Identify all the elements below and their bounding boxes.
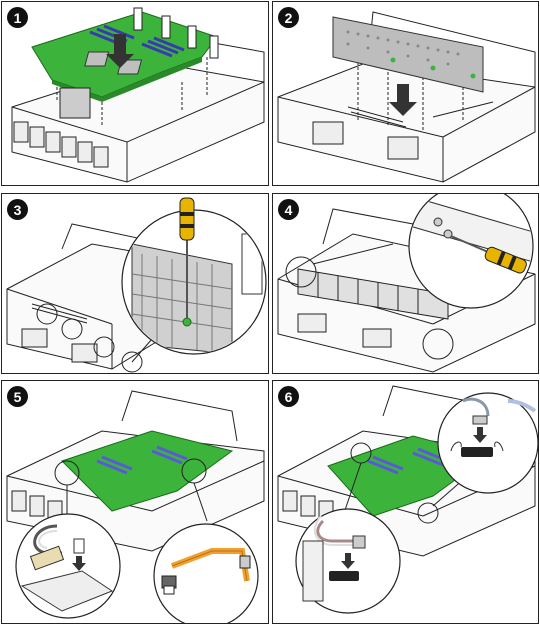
step-1-badge: 1 xyxy=(7,7,28,28)
step-6-badge: 6 xyxy=(278,386,299,407)
step-4-illustration xyxy=(277,194,536,373)
step-2-panel: 2 xyxy=(272,1,539,186)
step-5-panel: 5 xyxy=(1,380,269,624)
step-4-badge: 4 xyxy=(278,199,299,220)
step-5-badge: 5 xyxy=(7,386,28,407)
step-6-panel: 6 xyxy=(272,380,539,624)
step-3-illustration xyxy=(6,197,267,373)
step-3-panel: 3 xyxy=(1,193,269,374)
step-1-panel: 1 xyxy=(1,1,269,186)
step-4-panel: 4 xyxy=(272,193,539,374)
step-5-illustration xyxy=(6,390,265,623)
step-6-illustration xyxy=(277,385,538,614)
step-2-illustration xyxy=(277,11,536,183)
step-2-badge: 2 xyxy=(278,7,299,28)
step-3-badge: 3 xyxy=(7,199,28,220)
step-1-illustration xyxy=(11,7,265,183)
